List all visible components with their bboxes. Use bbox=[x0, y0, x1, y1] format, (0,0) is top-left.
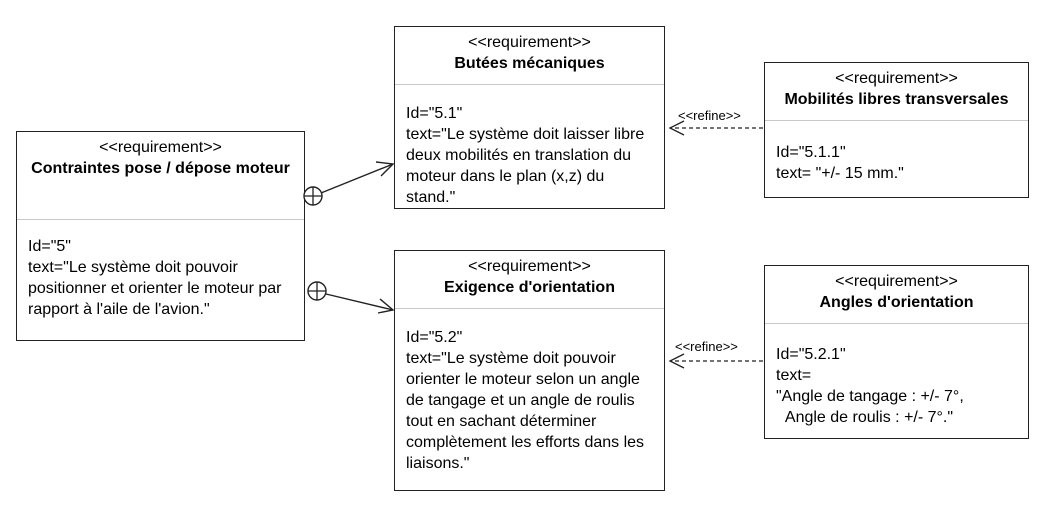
containment-line bbox=[320, 163, 394, 194]
requirement-box-5-2[interactable]: <<requirement>> Exigence d'orientation I… bbox=[394, 250, 665, 491]
requirement-text: Id="5.1" text="Le système doit laisser l… bbox=[406, 105, 645, 206]
arrow-head bbox=[375, 161, 395, 177]
containment-edge-5-to-5-1[interactable] bbox=[303, 161, 395, 206]
requirement-box-5-2-1[interactable]: <<requirement>> Angles d'orientation Id=… bbox=[764, 265, 1029, 439]
requirement-box-5[interactable]: <<requirement>> Contraintes pose / dépos… bbox=[16, 131, 305, 341]
requirement-header: <<requirement>> Contraintes pose / dépos… bbox=[17, 132, 304, 180]
containment-line bbox=[325, 293, 394, 311]
arrow-head bbox=[668, 120, 685, 136]
requirement-header: <<requirement>> Mobilités libres transve… bbox=[765, 63, 1028, 111]
requirement-stereotype: <<requirement>> bbox=[835, 70, 958, 87]
requirement-text: Id="5.2" text="Le système doit pouvoir o… bbox=[406, 329, 645, 472]
refine-edge-5-2-1-to-5-2[interactable] bbox=[668, 353, 763, 369]
requirement-name: Exigence d'orientation bbox=[444, 279, 615, 296]
requirement-name: Mobilités libres transversales bbox=[784, 91, 1009, 108]
requirement-stereotype: <<requirement>> bbox=[99, 139, 222, 156]
requirement-separator bbox=[395, 308, 664, 309]
requirement-separator bbox=[395, 84, 664, 85]
requirement-text: Id="5.1.1" text= "+/- 15 mm." bbox=[776, 144, 904, 182]
requirement-stereotype: <<requirement>> bbox=[468, 258, 591, 275]
requirement-header: <<requirement>> Angles d'orientation bbox=[765, 266, 1028, 314]
requirement-box-5-1-1[interactable]: <<requirement>> Mobilités libres transve… bbox=[764, 62, 1029, 198]
requirement-text: Id="5.2.1" text= "Angle de tangage : +/-… bbox=[776, 346, 964, 426]
arrow-head bbox=[377, 298, 395, 314]
requirement-name: Butées mécaniques bbox=[454, 55, 605, 72]
requirement-name: Contraintes pose / dépose moteur bbox=[31, 160, 290, 177]
requirement-separator bbox=[765, 120, 1028, 121]
requirement-separator bbox=[17, 219, 304, 220]
requirement-box-5-1[interactable]: <<requirement>> Butées mécaniques Id="5.… bbox=[394, 26, 665, 209]
requirement-header: <<requirement>> Butées mécaniques bbox=[395, 27, 664, 75]
containment-edge-5-to-5-2[interactable] bbox=[307, 281, 395, 314]
requirement-name: Angles d'orientation bbox=[819, 294, 974, 311]
refine-edge-5-1-1-to-5-1[interactable] bbox=[668, 120, 763, 136]
refine-label: <<refine>> bbox=[675, 339, 738, 354]
refine-label: <<refine>> bbox=[678, 108, 741, 123]
requirement-text: Id="5" text="Le système doit pouvoir pos… bbox=[28, 238, 282, 318]
requirement-stereotype: <<requirement>> bbox=[835, 273, 958, 290]
requirement-separator bbox=[765, 323, 1028, 324]
arrow-head bbox=[668, 353, 685, 369]
requirement-stereotype: <<requirement>> bbox=[468, 34, 591, 51]
requirement-header: <<requirement>> Exigence d'orientation bbox=[395, 251, 664, 299]
